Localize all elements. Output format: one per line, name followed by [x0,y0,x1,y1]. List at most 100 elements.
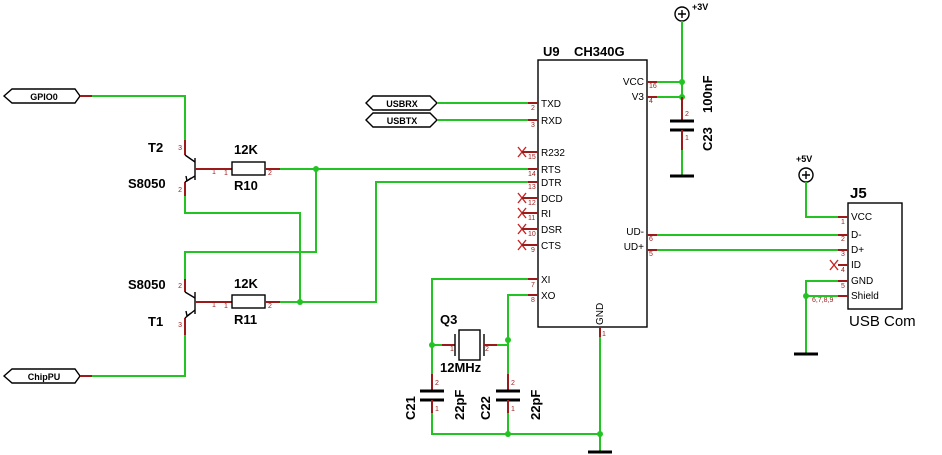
svg-text:VCC: VCC [623,77,644,88]
svg-text:11: 11 [528,215,535,222]
svg-text:5: 5 [841,283,845,290]
capacitor-c23: 2 1 100nF C23 [670,75,715,151]
svg-text:2: 2 [268,170,272,177]
q3-ref: Q3 [440,312,457,327]
crystal-q3: 1 2 Q3 12MHz [440,312,497,375]
net-label-usbtx: USBTX [365,112,438,128]
r10-value: 12K [234,142,258,157]
svg-text:3: 3 [178,145,182,152]
svg-text:6: 6 [649,236,653,243]
junction-dot [313,166,319,172]
svg-text:V3: V3 [632,92,645,103]
net-label-usbrx: USBRX [365,95,438,111]
svg-text:GND: GND [595,303,606,325]
svg-text:ID: ID [851,260,861,271]
t1-part: S8050 [128,277,166,292]
c23-ref: C23 [700,127,715,151]
svg-text:1: 1 [841,219,845,226]
svg-text:4: 4 [649,98,653,105]
svg-text:4: 4 [841,267,845,274]
svg-text:7: 7 [531,282,535,289]
u9-ref: U9 [543,44,560,59]
net-label-chippu: ChipPU [2,368,81,384]
t2-part: S8050 [128,176,166,191]
junction-dot [297,299,303,305]
svg-text:2: 2 [178,283,182,290]
svg-text:2: 2 [268,303,272,310]
svg-text:D-: D- [851,230,862,241]
svg-text:2: 2 [511,380,515,387]
svg-text:GND: GND [851,276,873,287]
junction-dot [679,79,685,85]
svg-text:2: 2 [485,346,489,353]
svg-text:D+: D+ [851,245,864,256]
power-symbol-3v: +3V [674,2,708,22]
c21-value: 22pF [452,390,467,420]
junction-dot [597,431,603,437]
svg-text:1: 1 [212,169,216,176]
junction-dot [803,293,809,299]
connector-j5: J5 USB Com 1 VCC 2 D- 3 D+ 4 ID 5 GND 6,… [812,185,916,330]
j5-name: USB Com [849,313,916,330]
t1-ref: T1 [148,314,163,329]
net-label-gpio0: GPIO0 [2,88,81,104]
u9-part: CH340G [574,44,625,59]
svg-text:RXD: RXD [541,116,562,127]
svg-text:3: 3 [178,322,182,329]
svg-text:2: 2 [178,187,182,194]
svg-text:14: 14 [528,171,536,178]
c22-ref: C22 [478,396,493,420]
svg-text:9: 9 [531,247,535,254]
svg-text:UD+: UD+ [624,242,644,253]
capacitor-c22: 2 1 C22 22pF [478,340,543,420]
svg-text:1: 1 [602,331,606,338]
no-connect-marks [517,146,528,251]
svg-text:R232: R232 [541,148,565,159]
svg-text:1: 1 [450,346,454,353]
svg-text:10: 10 [528,231,536,238]
r11-value: 12K [234,276,258,291]
svg-text:DSR: DSR [541,225,562,236]
svg-text:3: 3 [531,122,535,129]
svg-text:13: 13 [528,184,536,191]
svg-text:12: 12 [528,200,536,207]
svg-text:DTR: DTR [541,178,562,189]
svg-text:UD-: UD- [626,227,644,238]
j5-ref: J5 [850,185,867,202]
svg-text:DCD: DCD [541,194,563,205]
svg-text:1: 1 [435,406,439,413]
svg-text:XI: XI [541,275,550,286]
t2-ref: T2 [148,140,163,155]
svg-text:GPIO0: GPIO0 [30,92,58,102]
c22-value: 22pF [528,390,543,420]
svg-text:XO: XO [541,291,556,302]
svg-text:1: 1 [224,170,228,177]
r10-ref: R10 [234,178,258,193]
svg-text:16: 16 [649,83,657,90]
ic-u9-ch340g: U9 CH340G 2 TXD 3 RXD 15 R232 14 RTS 13 … [528,44,657,338]
q3-value: 12MHz [440,360,482,375]
svg-text:RTS: RTS [541,165,561,176]
transistor-t1: 2 1 3 S8050 T1 [128,277,218,335]
svg-text:1: 1 [212,302,216,309]
svg-text:CTS: CTS [541,241,561,252]
svg-text:1: 1 [685,135,689,142]
svg-text:USBTX: USBTX [387,116,418,126]
junction-dot [505,431,511,437]
transistor-t2: 3 1 2 T2 S8050 [128,140,218,196]
r11-ref: R11 [234,312,257,327]
svg-text:1: 1 [224,303,228,310]
resistor-r11: 1 2 12K R11 [218,276,280,327]
svg-text:VCC: VCC [851,212,872,223]
capacitor-c21: 2 1 C21 22pF [403,345,467,420]
svg-text:ChipPU: ChipPU [28,372,61,382]
svg-text:+3V: +3V [692,2,708,12]
svg-text:8: 8 [531,297,535,304]
svg-text:1: 1 [511,406,515,413]
resistor-r10: 1 2 12K R10 [218,142,280,193]
svg-text:6,7,8,9: 6,7,8,9 [812,297,834,304]
svg-text:Shield: Shield [851,291,879,302]
svg-text:TXD: TXD [541,99,561,110]
power-symbol-5v: +5V [796,154,814,183]
